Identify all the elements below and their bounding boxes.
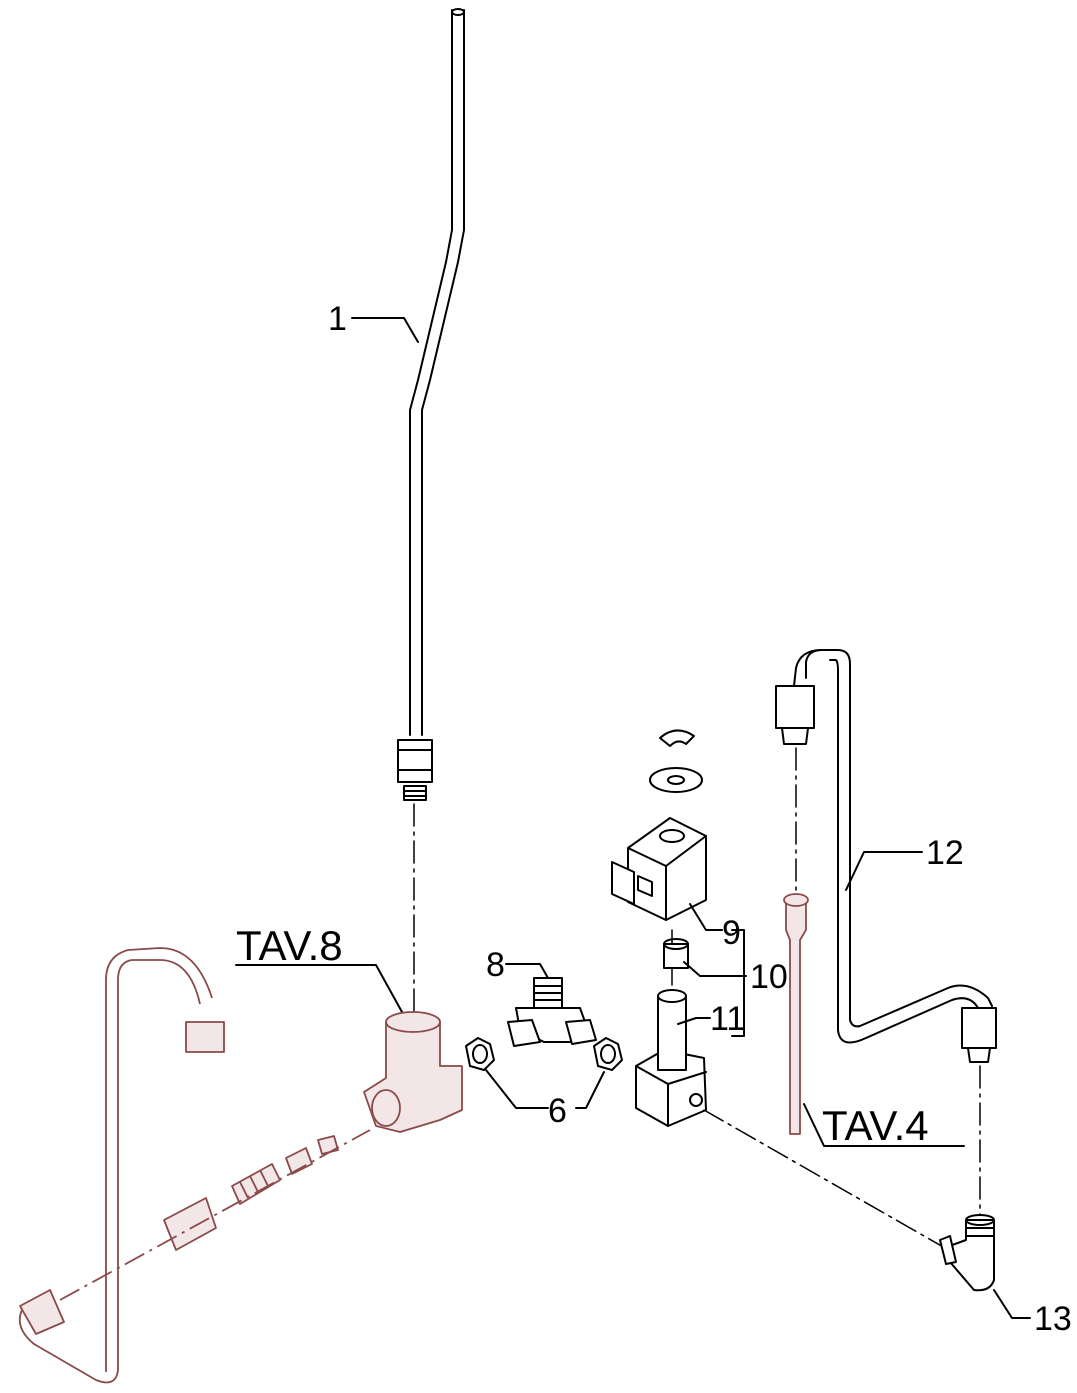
ghost-axis [59, 1129, 371, 1301]
leader-6 [485, 1069, 605, 1109]
callout-9: 9 [722, 914, 741, 952]
reference-tav4: TAV.4 [822, 1102, 929, 1149]
leader-13 [993, 1289, 1031, 1319]
leader-10 [683, 961, 747, 977]
leader-11 [677, 1017, 711, 1025]
pipe-part-1[interactable] [397, 8, 465, 801]
axis-line-valve-elbow [703, 1109, 946, 1249]
tee-fitting-part-8[interactable] [507, 977, 597, 1047]
leader-9 [689, 903, 723, 931]
leader-8 [505, 963, 549, 979]
nut-part-6-left[interactable] [465, 1037, 495, 1071]
clip-part-9[interactable] [659, 729, 695, 747]
callout-6: 6 [548, 1092, 567, 1130]
ghost-nut-left [19, 1021, 225, 1335]
leader-bracket-10 [731, 929, 745, 1037]
ghost-pipe-left [18, 947, 213, 1384]
washer-part-9[interactable] [649, 767, 703, 793]
plunger-part-10[interactable] [663, 938, 689, 969]
pipe-part-12[interactable] [775, 649, 997, 1063]
leader-1 [351, 317, 419, 343]
valve-body-part-11[interactable] [635, 989, 707, 1127]
ghost-fitting [163, 1135, 339, 1251]
ghost-tube-tav4 [783, 893, 809, 1135]
callout-1: 1 [328, 300, 347, 338]
elbow-part-13[interactable] [939, 1214, 995, 1292]
leader-12 [845, 851, 923, 891]
callout-8: 8 [486, 946, 505, 984]
leader-tav4 [803, 1103, 965, 1147]
leader-tav8 [235, 964, 403, 1013]
callout-12: 12 [926, 834, 964, 872]
callout-10: 10 [750, 958, 788, 996]
ghost-tee-body [363, 1011, 463, 1133]
nut-part-6-right[interactable] [593, 1037, 623, 1071]
reference-tav8: TAV.8 [236, 922, 343, 969]
callout-11: 11 [710, 1000, 745, 1038]
coil-part-9[interactable] [611, 817, 707, 921]
callout-13: 13 [1034, 1300, 1072, 1338]
